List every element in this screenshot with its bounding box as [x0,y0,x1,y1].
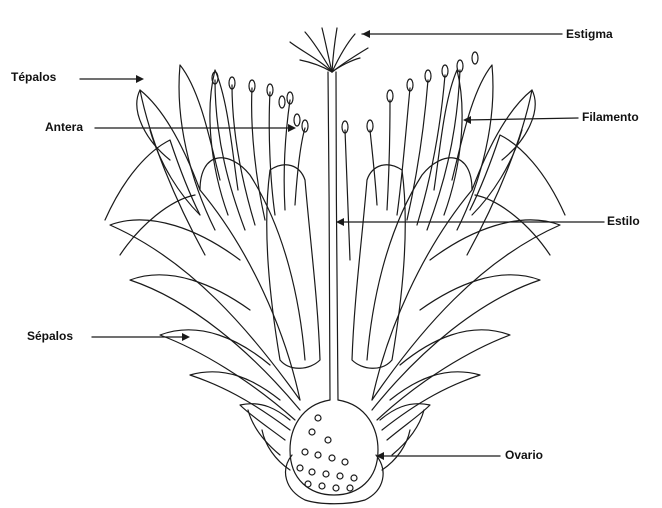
arrowhead-tepalos [136,75,144,83]
arrowhead-estilo [336,218,344,226]
label-sepalos: Sépalos [27,329,73,343]
pistil [290,28,368,400]
label-tepalos: Tépalos [11,70,56,84]
label-estigma: Estigma [566,27,613,41]
label-estilo: Estilo [607,214,640,228]
label-filamento: Filamento [582,110,639,124]
tepals-right [434,65,535,255]
label-ovario: Ovario [505,448,543,462]
arrowheads [136,30,471,460]
pointer-filamento [465,118,578,120]
arrowhead-estigma [362,30,370,38]
sepals-left [105,140,300,470]
ovary [286,400,384,504]
arrowhead-sepalos [182,333,190,341]
label-antera: Antera [45,120,83,134]
tepals-left [137,65,238,255]
stamens-left [212,72,308,230]
pointer-lines [80,34,604,456]
